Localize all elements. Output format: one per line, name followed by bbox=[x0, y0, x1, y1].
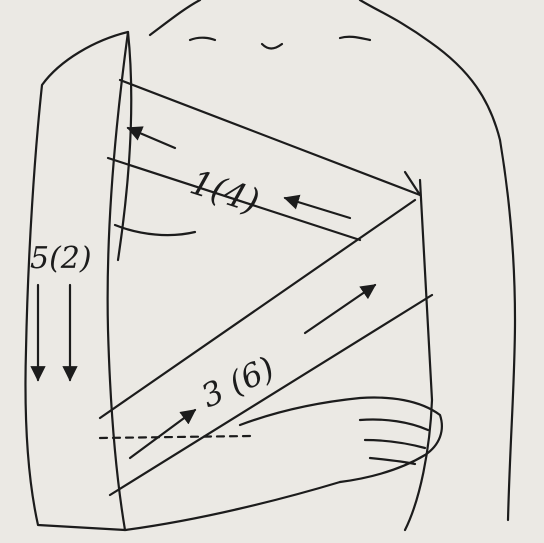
torso-right-edge bbox=[405, 180, 432, 530]
hand-finger-2 bbox=[365, 440, 425, 448]
collarbone-mark-2 bbox=[340, 37, 370, 40]
upper-band-arrow-right bbox=[285, 198, 350, 218]
torso-fold bbox=[115, 225, 195, 235]
upper-band-label: 1(4) bbox=[185, 163, 264, 223]
neck-outline bbox=[150, 0, 200, 35]
lower-band-arrow-upper bbox=[305, 285, 375, 333]
upper-band-top-edge bbox=[120, 80, 420, 195]
lower-band-bottom-edge bbox=[110, 295, 432, 495]
arm-bandage-outline bbox=[26, 32, 129, 530]
left-arm-label: 5(2) bbox=[30, 241, 92, 276]
collarbone-mark bbox=[190, 38, 215, 40]
forearm-outline bbox=[240, 398, 442, 482]
hand-finger-3 bbox=[370, 458, 415, 464]
jugular-notch bbox=[262, 44, 282, 49]
hand-finger-1 bbox=[360, 419, 428, 430]
lower-band-arrow-lower bbox=[130, 410, 195, 458]
lower-band-dash bbox=[100, 436, 250, 438]
lower-band-label: 3 (6) bbox=[195, 349, 280, 415]
upper-band-arrow-left bbox=[128, 128, 175, 148]
lower-arm-outline bbox=[125, 482, 340, 530]
